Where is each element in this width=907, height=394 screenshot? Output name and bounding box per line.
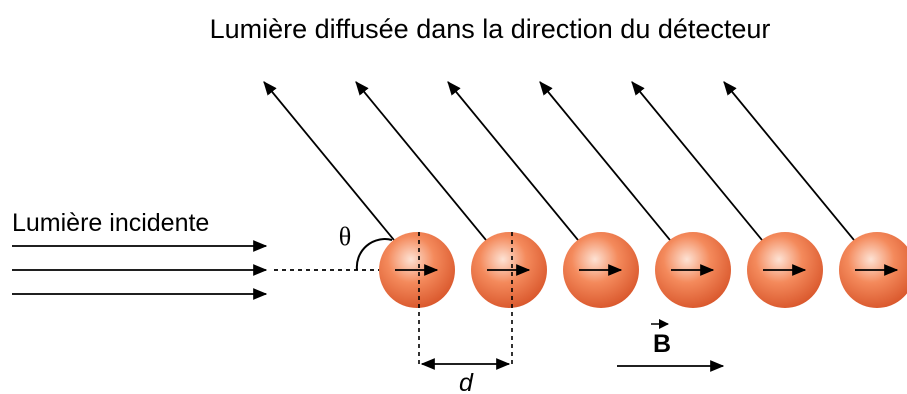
scattered-ray-arrow (447, 81, 602, 269)
scattered-ray-arrow (631, 81, 786, 269)
field-label: B (653, 330, 671, 358)
scattered-ray-arrow (539, 81, 694, 269)
scattered-ray-arrow (355, 81, 510, 269)
angle-label: θ (339, 222, 351, 251)
angle-arc (355, 238, 393, 271)
scattered-ray-arrow (723, 81, 878, 269)
incident-arrows (12, 240, 268, 300)
spacing-guides (418, 232, 513, 368)
diagram-title: Lumière diffusée dans la direction du dé… (210, 14, 771, 44)
scattered-ray-arrow (263, 81, 418, 269)
sphere-row (379, 232, 907, 308)
spacing-label: d (459, 369, 474, 394)
incident-light-label: Lumière incidente (12, 209, 209, 237)
scattered-rays (263, 81, 878, 269)
